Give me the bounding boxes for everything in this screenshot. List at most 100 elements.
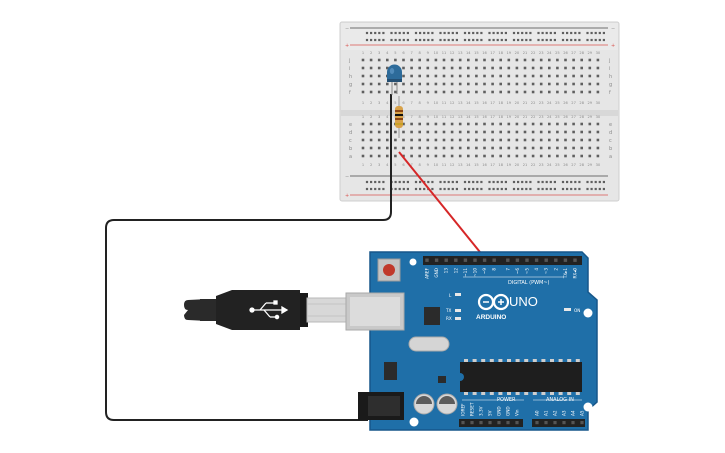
breadboard-hole[interactable] — [386, 66, 389, 70]
rail-hole[interactable] — [500, 38, 503, 42]
breadboard-hole[interactable] — [507, 58, 511, 62]
breadboard-hole[interactable] — [369, 138, 373, 142]
rail-hole[interactable] — [521, 31, 524, 35]
rail-hole[interactable] — [545, 180, 548, 184]
breadboard-hole[interactable] — [410, 130, 413, 134]
rail-hole[interactable] — [586, 38, 589, 42]
breadboard-hole[interactable] — [548, 122, 551, 126]
breadboard-hole[interactable] — [596, 138, 600, 142]
breadboard-hole[interactable] — [556, 154, 559, 158]
breadboard-hole[interactable] — [394, 82, 397, 86]
breadboard-hole[interactable] — [539, 138, 543, 142]
breadboard-hole[interactable] — [548, 138, 551, 142]
digital-pin[interactable] — [444, 258, 448, 262]
rail-hole[interactable] — [512, 187, 516, 191]
breadboard-hole[interactable] — [467, 130, 470, 134]
breadboard-hole[interactable] — [564, 138, 567, 142]
breadboard-hole[interactable] — [556, 122, 559, 126]
breadboard-hole[interactable] — [361, 74, 365, 78]
breadboard-hole[interactable] — [483, 74, 486, 78]
rail-hole[interactable] — [447, 187, 450, 191]
breadboard-hole[interactable] — [556, 138, 559, 142]
breadboard-hole[interactable] — [588, 66, 592, 70]
breadboard-hole[interactable] — [596, 154, 600, 158]
rail-hole[interactable] — [472, 180, 475, 184]
breadboard-hole[interactable] — [588, 58, 592, 62]
rail-hole[interactable] — [517, 31, 520, 35]
rail-hole[interactable] — [566, 180, 569, 184]
breadboard-hole[interactable] — [377, 82, 381, 86]
rail-hole[interactable] — [561, 187, 565, 191]
breadboard-hole[interactable] — [442, 74, 446, 78]
breadboard-hole[interactable] — [450, 66, 454, 70]
breadboard-hole[interactable] — [556, 130, 559, 134]
breadboard-hole[interactable] — [442, 122, 446, 126]
breadboard-hole[interactable] — [548, 130, 551, 134]
rail-hole[interactable] — [574, 180, 577, 184]
breadboard-hole[interactable] — [499, 138, 502, 142]
breadboard-hole[interactable] — [572, 58, 575, 62]
rail-hole[interactable] — [570, 180, 573, 184]
breadboard-hole[interactable] — [548, 66, 551, 70]
breadboard-hole[interactable] — [483, 82, 486, 86]
rail-hole[interactable] — [394, 38, 397, 42]
breadboard-hole[interactable] — [572, 122, 575, 126]
breadboard-hole[interactable] — [539, 122, 543, 126]
rail-hole[interactable] — [529, 31, 532, 35]
rail-hole[interactable] — [525, 38, 528, 42]
breadboard-hole[interactable] — [410, 146, 413, 150]
breadboard-hole[interactable] — [531, 146, 535, 150]
breadboard-hole[interactable] — [426, 66, 430, 70]
breadboard-hole[interactable] — [556, 90, 559, 94]
red-signal-wire[interactable] — [398, 151, 489, 263]
rail-hole[interactable] — [455, 180, 458, 184]
breadboard-hole[interactable] — [507, 138, 511, 142]
breadboard-hole[interactable] — [483, 90, 486, 94]
breadboard-hole[interactable] — [394, 130, 397, 134]
rail-hole[interactable] — [504, 38, 507, 42]
breadboard-hole[interactable] — [515, 122, 519, 126]
breadboard-hole[interactable] — [475, 146, 478, 150]
analog-pin[interactable] — [580, 421, 584, 425]
breadboard-hole[interactable] — [531, 90, 535, 94]
breadboard-hole[interactable] — [458, 74, 462, 78]
breadboard-hole[interactable] — [499, 154, 502, 158]
breadboard-hole[interactable] — [572, 130, 575, 134]
breadboard-hole[interactable] — [442, 130, 446, 134]
breadboard-hole[interactable] — [588, 90, 592, 94]
breadboard-hole[interactable] — [450, 130, 454, 134]
rail-hole[interactable] — [370, 187, 373, 191]
breadboard-hole[interactable] — [450, 82, 454, 86]
rail-hole[interactable] — [398, 187, 401, 191]
rail-hole[interactable] — [451, 38, 454, 42]
rail-hole[interactable] — [594, 180, 597, 184]
breadboard-hole[interactable] — [426, 138, 430, 142]
rail-hole[interactable] — [541, 31, 544, 35]
breadboard-hole[interactable] — [515, 154, 519, 158]
breadboard-hole[interactable] — [499, 58, 502, 62]
rail-hole[interactable] — [586, 31, 589, 35]
breadboard-hole[interactable] — [596, 58, 600, 62]
rail-hole[interactable] — [476, 180, 479, 184]
breadboard-hole[interactable] — [426, 154, 430, 158]
breadboard-hole[interactable] — [564, 122, 567, 126]
rail-hole[interactable] — [476, 187, 479, 191]
breadboard-hole[interactable] — [548, 90, 551, 94]
power-pin[interactable] — [488, 421, 492, 425]
rail-hole[interactable] — [541, 38, 544, 42]
rail-hole[interactable] — [537, 187, 540, 191]
digital-pin[interactable] — [534, 258, 539, 262]
breadboard-hole[interactable] — [418, 82, 421, 86]
breadboard-hole[interactable] — [539, 58, 543, 62]
breadboard-hole[interactable] — [548, 154, 551, 158]
breadboard-hole[interactable] — [369, 90, 373, 94]
breadboard-hole[interactable] — [450, 122, 454, 126]
rail-hole[interactable] — [561, 38, 565, 42]
breadboard-hole[interactable] — [458, 90, 462, 94]
breadboard-hole[interactable] — [402, 122, 405, 126]
rail-hole[interactable] — [431, 180, 434, 184]
rail-hole[interactable] — [590, 180, 593, 184]
breadboard-hole[interactable] — [499, 82, 502, 86]
breadboard-hole[interactable] — [531, 138, 535, 142]
breadboard-hole[interactable] — [410, 58, 413, 62]
